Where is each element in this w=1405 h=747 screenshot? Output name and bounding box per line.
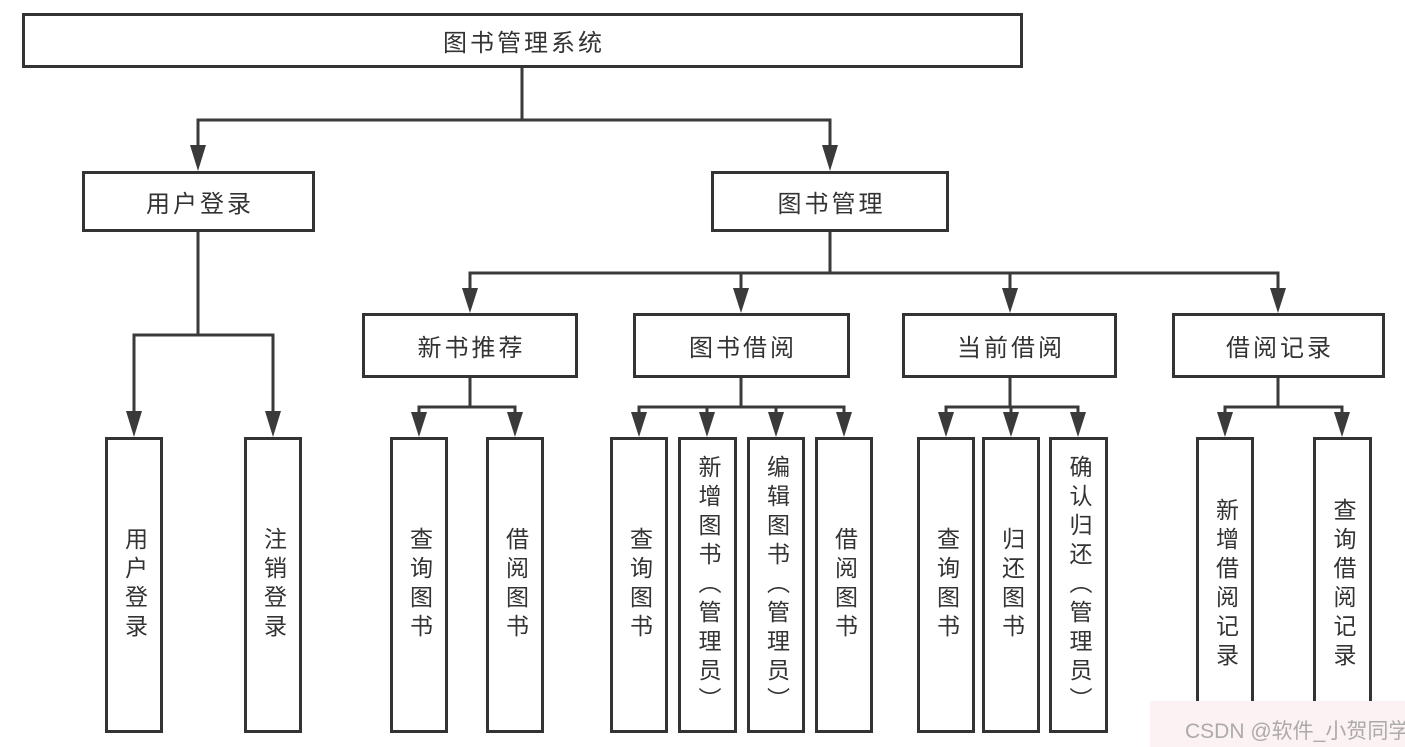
leaf-label: 查询图书: [406, 527, 433, 643]
node-book-management: 图书管理: [711, 171, 949, 232]
leaf-query-books-3: 查询图书: [917, 437, 975, 733]
node-label: 图书借阅: [689, 335, 797, 362]
leaf-label: 确认归还（管理员）: [1066, 454, 1092, 716]
connector-root-to-level2: [196, 68, 832, 146]
connector-user-login-to-leaves: [132, 232, 275, 413]
connector-borrow-records-to-leaves: [1223, 378, 1344, 415]
connector-current-borrow-to-leaves: [944, 378, 1080, 415]
node-new-book-recommend: 新书推荐: [362, 313, 578, 378]
node-label: 新书推荐: [417, 335, 526, 362]
leaf-label: 用户登录: [121, 527, 148, 643]
node-borrow-records: 借阅记录: [1172, 313, 1385, 378]
leaf-query-books-1: 查询图书: [390, 437, 448, 733]
node-current-borrow: 当前借阅: [902, 313, 1117, 378]
connector-new-book-to-leaves: [417, 378, 517, 415]
leaf-query-books-2: 查询图书: [610, 437, 668, 733]
leaf-borrow-books-2: 借阅图书: [815, 437, 873, 733]
leaf-borrow-books-1: 借阅图书: [486, 437, 544, 733]
leaf-label: 借阅图书: [502, 527, 529, 643]
leaf-query-borrow-record: 查询借阅记录: [1313, 437, 1372, 733]
watermark-text: CSDN @软件_小贺同学: [1185, 720, 1405, 743]
node-label: 当前借阅: [957, 335, 1065, 362]
node-label: 用户登录: [146, 191, 254, 218]
leaf-label: 编辑图书（管理员）: [763, 454, 790, 716]
watermark-background: [1150, 701, 1405, 747]
leaf-label: 查询图书: [933, 527, 960, 643]
arrowheads: [126, 145, 1350, 437]
node-book-borrow: 图书借阅: [633, 313, 850, 378]
leaf-return-book: 归还图书: [982, 437, 1040, 733]
leaf-label: 查询图书: [626, 527, 653, 643]
connector-book-management-to-level3: [468, 232, 1280, 290]
node-label: 图书管理: [777, 191, 886, 218]
leaf-label: 注销登录: [260, 527, 287, 643]
leaf-user-login: 用户登录: [105, 437, 163, 733]
node-book-management-system: 图书管理系统: [22, 13, 1023, 68]
leaf-label: 归还图书: [998, 527, 1025, 643]
leaf-label: 查询借阅记录: [1330, 498, 1356, 672]
leaf-label: 借阅图书: [831, 527, 858, 643]
leaf-logout: 注销登录: [244, 437, 302, 733]
node-user-login: 用户登录: [82, 171, 315, 232]
leaf-add-borrow-record: 新增借阅记录: [1196, 437, 1254, 733]
node-label: 图书管理系统: [443, 30, 605, 57]
leaf-add-book-admin: 新增图书（管理员）: [678, 437, 737, 733]
leaf-label: 新增借阅记录: [1212, 498, 1239, 672]
node-label: 借阅记录: [1226, 335, 1334, 362]
leaf-label: 新增图书（管理员）: [695, 454, 721, 716]
leaf-edit-book-admin: 编辑图书（管理员）: [747, 437, 805, 733]
connector-book-borrow-to-leaves: [637, 378, 846, 415]
leaf-confirm-return-admin: 确认归还（管理员）: [1049, 437, 1108, 733]
